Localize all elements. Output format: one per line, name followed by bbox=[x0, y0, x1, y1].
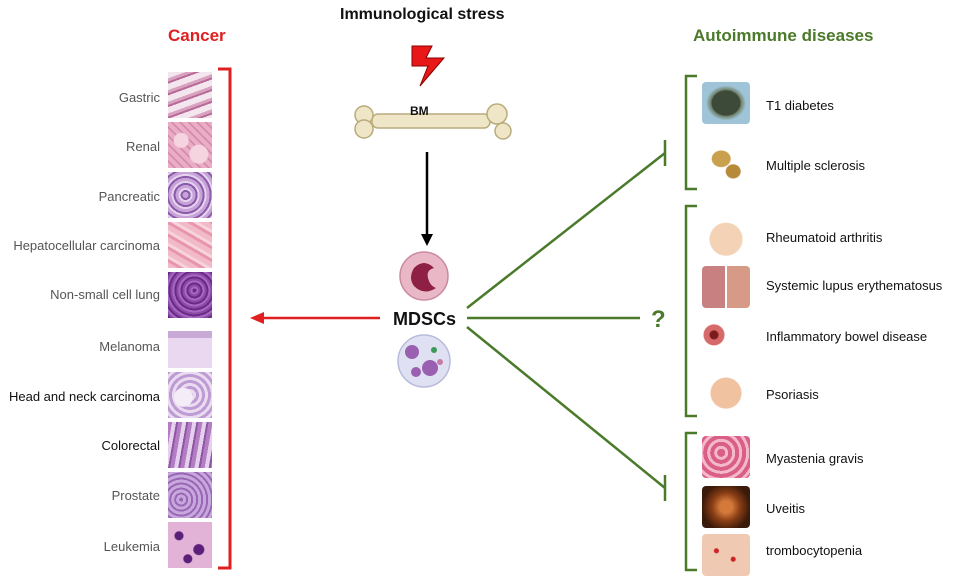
cancer-label-colorectal: Colorectal bbox=[101, 438, 160, 453]
cancer-label-hepatocellular: Hepatocellular carcinoma bbox=[13, 238, 160, 253]
cancer-label-leukemia: Leukemia bbox=[103, 539, 160, 554]
cancer-title: Cancer bbox=[168, 26, 226, 45]
disease-label-myastenia-gravis: Myastenia gravis bbox=[766, 451, 864, 466]
lightning-icon bbox=[411, 45, 446, 87]
disease-label-lupus: Systemic lupus erythematosus bbox=[766, 278, 943, 293]
hand-joints-image bbox=[702, 214, 750, 256]
disease-label-ibd: Inflammatory bowel disease bbox=[766, 329, 928, 344]
lupus-rash-image bbox=[702, 266, 750, 308]
down-arrow-head bbox=[421, 234, 433, 246]
renal-tissue-image bbox=[168, 122, 212, 168]
disease-label-uveitis: Uveitis bbox=[766, 501, 806, 516]
mdscs-label: MDSCs bbox=[393, 309, 457, 329]
gastric-tissue-image bbox=[168, 72, 212, 118]
petechiae-image bbox=[702, 534, 750, 576]
pancreatic-tissue-image bbox=[168, 172, 212, 218]
muscle-tissue-image bbox=[702, 436, 750, 478]
cancer-label-melanoma: Melanoma bbox=[99, 339, 160, 354]
disease-label-t1-diabetes: T1 diabetes bbox=[766, 98, 834, 113]
disease-label-multiple-sclerosis: Multiple sclerosis bbox=[766, 158, 865, 173]
hepatocellular-tissue-image bbox=[168, 222, 212, 268]
neuron-image bbox=[702, 142, 750, 184]
disease-label-trombocytopenia: trombocytopenia bbox=[766, 543, 863, 558]
retina-image bbox=[702, 486, 750, 528]
cancer-bracket bbox=[218, 67, 232, 570]
psoriasis-hand-image bbox=[702, 370, 750, 412]
melanoma-tissue-image bbox=[168, 322, 212, 368]
unknown-effect-label: ? bbox=[651, 306, 666, 333]
prostate-tissue-image bbox=[168, 472, 212, 518]
head-neck-tissue-image bbox=[168, 372, 212, 418]
leukemia-tissue-image bbox=[168, 522, 212, 568]
cancer-label-gastric: Gastric bbox=[118, 90, 160, 105]
cancer-label-nsclc: Non-small cell lung bbox=[50, 287, 160, 302]
bone-marrow-label: BM bbox=[410, 104, 429, 118]
disease-label-psoriasis: Psoriasis bbox=[766, 387, 819, 402]
inhibit-line-bottom bbox=[466, 326, 666, 489]
pancreatic-islet-image bbox=[702, 82, 750, 124]
bowel-image bbox=[702, 316, 750, 358]
cancer-arrow-head bbox=[250, 312, 264, 324]
autoimmune-title: Autoimmune diseases bbox=[693, 26, 874, 45]
colorectal-tissue-image bbox=[168, 422, 212, 468]
inhibit-line-top bbox=[466, 152, 666, 309]
autoimmune-bracket-middle bbox=[684, 204, 697, 418]
autoimmune-bracket-top bbox=[684, 74, 697, 191]
cancer-label-pancreatic: Pancreatic bbox=[98, 189, 160, 204]
lung-tissue-image bbox=[168, 272, 212, 318]
disease-label-rheumatoid-arthritis: Rheumatoid arthritis bbox=[766, 230, 883, 245]
cancer-label-head-neck: Head and neck carcinoma bbox=[8, 389, 160, 404]
cancer-label-renal: Renal bbox=[126, 139, 160, 154]
mdsc-cell-icon bbox=[399, 251, 449, 301]
autoimmune-bracket-bottom bbox=[684, 431, 697, 572]
bone-icon bbox=[354, 103, 512, 140]
immunological-stress-title: Immunological stress bbox=[340, 6, 505, 23]
mdsc-granulocyte-icon bbox=[397, 334, 451, 388]
cancer-label-prostate: Prostate bbox=[111, 488, 160, 503]
